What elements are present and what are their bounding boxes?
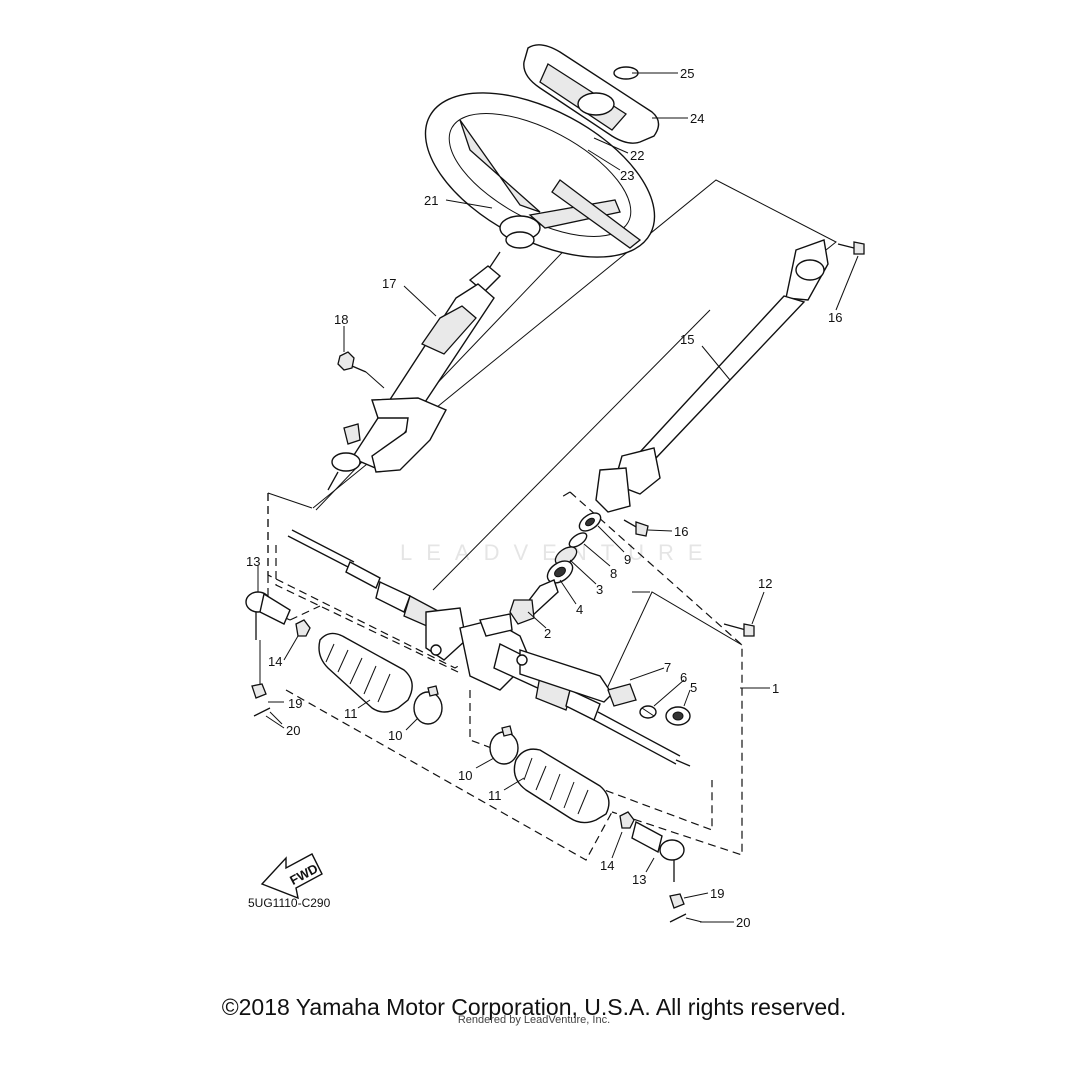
boot-group-left-outline: [275, 545, 459, 673]
shaft-bolt-lower: [623, 519, 649, 537]
tie-rod-end-right: [631, 820, 685, 882]
callout-10-right: 10: [458, 768, 472, 783]
callout-labels: 25 24 22 23 21 17 18 16 15 16 9 8 3 4 2 …: [246, 66, 842, 930]
callout-8: 8: [610, 566, 617, 581]
boot-band-left: [413, 685, 443, 725]
callout-14-right: 14: [600, 858, 614, 873]
adjusting-bolt-5: [665, 706, 691, 726]
castle-nut-left: [251, 683, 267, 699]
rack-and-pinion-housing: [287, 529, 691, 767]
callout-19-left: 19: [288, 696, 302, 711]
callout-10-left: 10: [388, 728, 402, 743]
jam-nut-right: [619, 811, 635, 829]
watermark-text: LEADVENTURE: [400, 540, 717, 565]
callout-16-upper: 16: [828, 310, 842, 325]
callout-6: 6: [680, 670, 687, 685]
callout-7: 7: [664, 660, 671, 675]
callout-11-left: 11: [344, 706, 358, 721]
circlip-8: [568, 532, 588, 548]
callout-25: 25: [680, 66, 694, 81]
callout-21: 21: [424, 193, 438, 208]
steering-wheel-cover: [523, 44, 660, 144]
callout-24: 24: [690, 111, 704, 126]
callout-18: 18: [334, 312, 348, 327]
callout-1: 1: [772, 681, 779, 696]
callout-20-right: 20: [736, 915, 750, 930]
callout-16-lower: 16: [674, 524, 688, 539]
callout-11-right: 11: [488, 788, 502, 803]
spring-6: [639, 705, 657, 719]
callout-14-left: 14: [268, 654, 282, 669]
rack-boot-left: [318, 632, 413, 713]
cotter-pin-left: [253, 707, 283, 725]
rendered-by-credit: Rendered by LeadVenture, Inc.: [457, 1014, 611, 1026]
leader-lines: [257, 72, 859, 923]
callout-3: 3: [596, 582, 603, 597]
callout-22: 22: [630, 148, 644, 163]
seal-9: [578, 512, 602, 532]
callout-4: 4: [576, 602, 583, 617]
steering-wheel: [424, 92, 656, 258]
callout-12: 12: [758, 576, 772, 591]
cotter-pin-right: [669, 913, 703, 923]
callout-2: 2: [544, 626, 551, 641]
rack-boot-right: [513, 748, 610, 824]
bearing-4: [546, 560, 574, 584]
shaft-bolt-upper: [837, 241, 865, 255]
callout-17: 17: [382, 276, 396, 291]
copyright-notice: ©2018 Yamaha Motor Corporation, U.S.A. A…: [221, 994, 847, 1020]
callout-20-left: 20: [286, 723, 300, 738]
forward-direction-arrow: FWD: [260, 853, 323, 900]
callout-23: 23: [620, 168, 634, 183]
callout-5: 5: [690, 680, 697, 695]
pinion-gear-2: [509, 579, 559, 625]
jam-nut-left: [295, 619, 311, 637]
diagram-code: 5UG1110-C290: [248, 896, 331, 910]
rack-guide-7: [607, 683, 637, 707]
callout-13-left: 13: [246, 554, 260, 569]
boot-band-right: [489, 725, 519, 765]
callout-19-right: 19: [710, 886, 724, 901]
castle-nut-right: [669, 893, 685, 909]
callout-13-right: 13: [632, 872, 646, 887]
column-bolt: [337, 351, 385, 389]
tie-rod-end-left: [245, 591, 291, 690]
callout-9: 9: [624, 552, 631, 567]
intermediate-shaft: [595, 239, 829, 513]
callout-15: 15: [680, 332, 694, 347]
steering-column: [327, 251, 502, 491]
mount-bolt-12: [723, 623, 755, 637]
rack-group-outline: [569, 491, 743, 856]
